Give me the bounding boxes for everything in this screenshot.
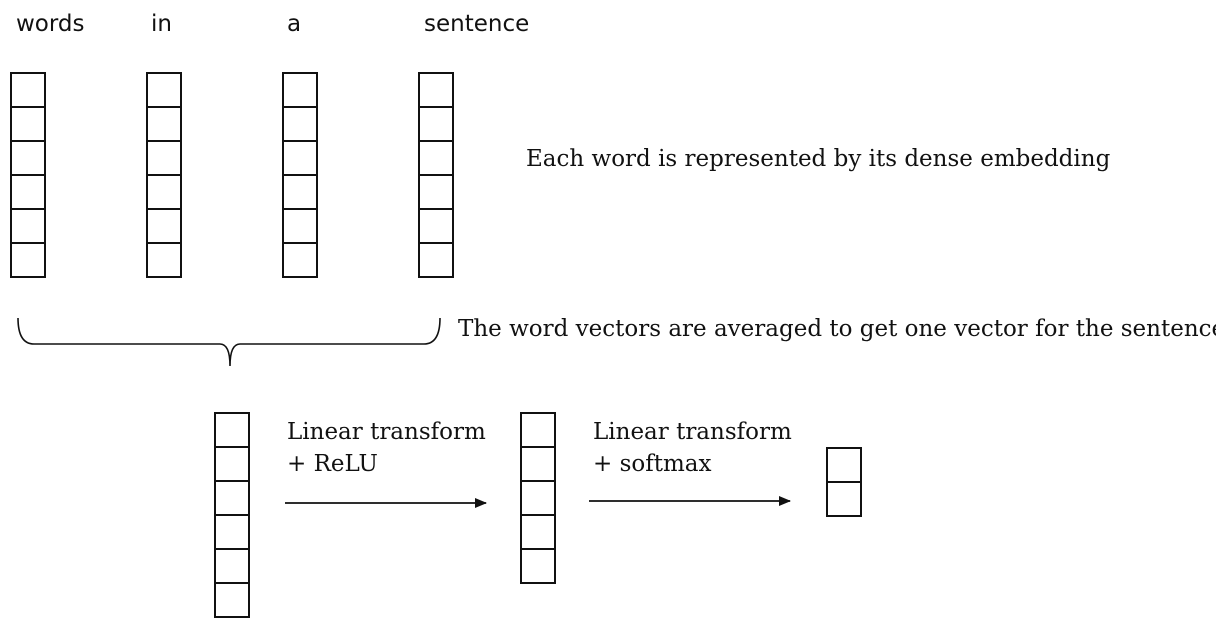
word-label-in: in [151,11,172,37]
vector-cell [520,448,556,482]
vector-cell [146,142,182,176]
vector-cell [520,550,556,584]
vector-cell [282,244,318,278]
vector-cell [282,210,318,244]
vector-cell [214,482,250,516]
vector-cell [214,448,250,482]
word-embedding-vector-sentence [418,72,454,278]
vector-cell [282,176,318,210]
vector-cell [826,483,862,517]
word-label-a: a [287,11,302,37]
layer2-label-line1: Linear transform [593,419,792,445]
vector-cell [146,72,182,108]
layer2-label-line2: + softmax [593,451,712,477]
vector-cell [10,244,46,278]
vector-cell [146,210,182,244]
vector-cell [214,412,250,448]
vector-cell [418,244,454,278]
vector-cell [418,176,454,210]
averaging-brace [17,317,441,367]
vector-cell [418,108,454,142]
vector-cell [10,210,46,244]
word-label-sentence: sentence [424,11,530,37]
vector-cell [418,210,454,244]
vector-cell [418,72,454,108]
vector-cell [214,550,250,584]
vector-cell [10,72,46,108]
vector-cell [214,584,250,618]
vector-cell [520,516,556,550]
vector-cell [520,412,556,448]
average-caption: The word vectors are averaged to get one… [458,316,1216,342]
vector-cell [418,142,454,176]
vector-cell [10,108,46,142]
vector-cell [214,516,250,550]
word-embedding-vector-in [146,72,182,278]
word-embedding-vector-words [10,72,46,278]
hidden-vector [520,412,556,584]
sentence-vector [214,412,250,618]
vector-cell [10,176,46,210]
vector-cell [10,142,46,176]
word-embedding-vector-a [282,72,318,278]
vector-cell [282,108,318,142]
word-label-words: words [16,11,85,37]
vector-cell [282,72,318,108]
vector-cell [146,176,182,210]
vector-cell [520,482,556,516]
vector-cell [146,108,182,142]
vector-cell [146,244,182,278]
output-vector [826,447,862,517]
layer1-label-line1: Linear transform [287,419,486,445]
embedding-caption: Each word is represented by its dense em… [526,146,1111,172]
vector-cell [826,447,862,483]
vector-cell [282,142,318,176]
layer1-label-line2: + ReLU [287,451,378,477]
